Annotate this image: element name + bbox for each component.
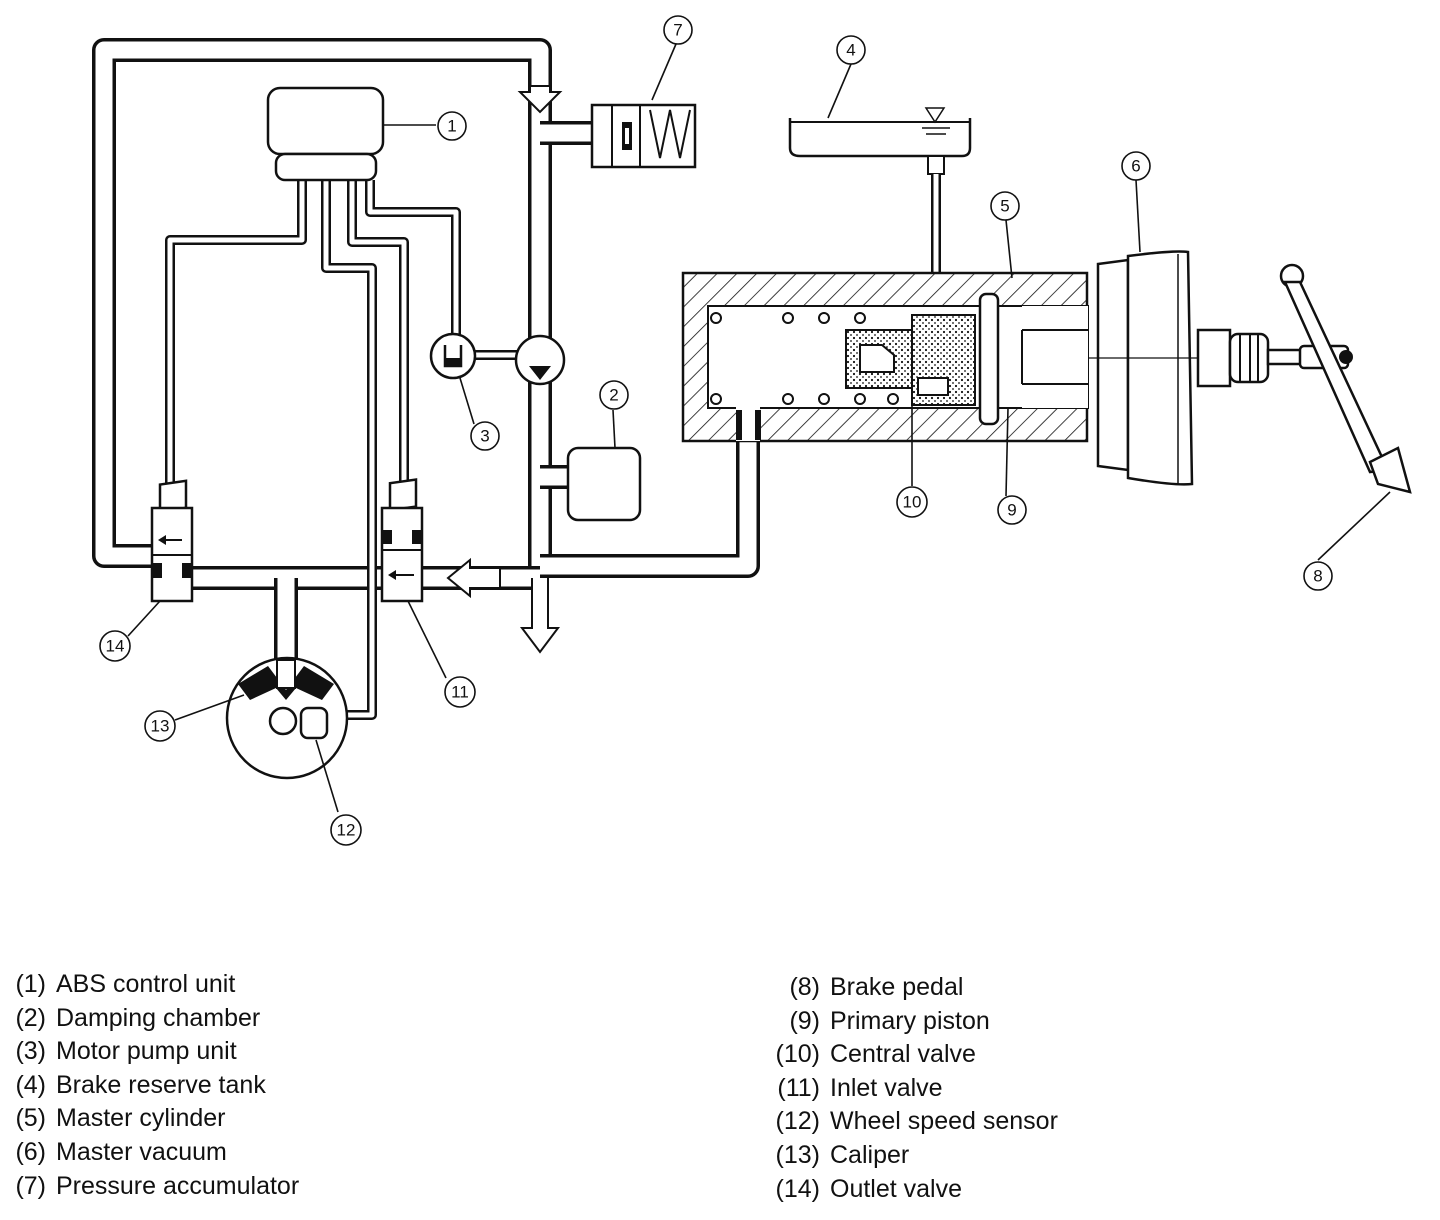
legend-item: (2) Damping chamber (8, 1002, 299, 1036)
svg-text:14: 14 (106, 637, 125, 656)
callout-3: 3 (470, 421, 500, 451)
flow-arrows (446, 85, 563, 654)
legend-number: (9) (789, 1006, 820, 1035)
return-spring (710, 312, 899, 405)
callout-4: 4 (836, 35, 866, 65)
legend-item: (9) Primary piston (760, 1005, 1058, 1039)
brake-pedal (1279, 263, 1412, 494)
outlet-valve (150, 479, 194, 603)
legend-label: Motor pump unit (56, 1037, 237, 1066)
callout-13: 13 (144, 710, 176, 742)
damping-chamber (566, 446, 642, 522)
abs-control-unit (266, 86, 385, 182)
callout-11: 11 (444, 676, 476, 708)
legend-item: (12) Wheel speed sensor (760, 1105, 1058, 1139)
legend-label: Caliper (830, 1140, 910, 1169)
master-cylinder-line (540, 420, 757, 575)
svg-text:8: 8 (1313, 567, 1322, 586)
legend-right: (8) Brake pedal (9) Primary piston (10) Cen… (760, 971, 1058, 1206)
legend-label: Wheel speed sensor (830, 1107, 1058, 1136)
legend-item: (14) Outlet valve (760, 1173, 1058, 1207)
legend-item: (5) Master cylinder (8, 1102, 299, 1136)
wiring-harness (165, 180, 520, 720)
legend-left: (1) ABS control unit (2) Damping chamber (… (8, 968, 299, 1203)
master-vacuum (1088, 250, 1353, 486)
legend-label: Outlet valve (830, 1174, 963, 1203)
svg-text:10: 10 (903, 493, 922, 512)
legend-label: Pressure accumulator (56, 1171, 300, 1200)
legend-label: Central valve (830, 1040, 976, 1069)
legend-item: (8) Brake pedal (760, 971, 1058, 1005)
legend-number: (11) (777, 1073, 820, 1102)
legend-item: (1) ABS control unit (8, 968, 299, 1002)
svg-text:9: 9 (1007, 501, 1016, 520)
callout-7: 7 (663, 15, 693, 45)
flow-arrow-down-top (517, 85, 563, 114)
svg-text:3: 3 (480, 427, 489, 446)
legend-number: (2) (15, 1003, 46, 1032)
legend-item: (11) Inlet valve (760, 1072, 1058, 1106)
legend-number: (13) (775, 1140, 820, 1169)
callout-12: 12 (330, 814, 362, 846)
central-valve (845, 314, 976, 406)
legend-number: (14) (775, 1174, 820, 1203)
legend-label: ABS control unit (56, 970, 236, 998)
svg-text:11: 11 (451, 683, 469, 702)
callout-14: 14 (99, 630, 131, 662)
inlet-valve (380, 478, 424, 603)
flow-arrow-down-bottom (520, 578, 560, 654)
svg-text:1: 1 (447, 117, 456, 136)
legend-label: Primary piston (830, 1006, 990, 1035)
callout-9: 9 (997, 495, 1027, 525)
svg-text:5: 5 (1000, 197, 1009, 216)
legend-number: (7) (15, 1171, 46, 1200)
legend-label: Master cylinder (56, 1104, 226, 1133)
legend-item: (13) Caliper (760, 1139, 1058, 1173)
callout-5: 5 (990, 191, 1020, 221)
legend-number: (12) (775, 1107, 820, 1136)
svg-text:12: 12 (337, 821, 356, 840)
legend-number: (10) (775, 1040, 820, 1069)
return-line (95, 41, 549, 565)
legend-number: (6) (15, 1137, 46, 1166)
callout-6: 6 (1121, 151, 1151, 181)
pressure-accumulator (590, 103, 697, 169)
svg-text:13: 13 (151, 717, 170, 736)
leader-lines (127, 43, 1391, 813)
abs-brake-system-diagram: 1 2 3 4 5 6 7 8 9 10 11 12 (92, 15, 1412, 846)
legend-item: (3) Motor pump unit (8, 1035, 299, 1069)
legend-label: Brake pedal (830, 973, 964, 1001)
caliper (225, 656, 349, 780)
svg-text:4: 4 (846, 41, 855, 60)
motor-pump-unit (429, 332, 566, 386)
legend-number: (1) (15, 970, 46, 998)
legend-label: Master vacuum (56, 1137, 227, 1166)
primary-piston (978, 292, 1000, 426)
wheel-speed-sensor (299, 706, 329, 740)
legend-item: (6) Master vacuum (8, 1136, 299, 1170)
legend-item: (10) Central valve (760, 1038, 1058, 1072)
legend-number: (3) (15, 1037, 46, 1066)
legend-number: (8) (789, 973, 820, 1001)
legend-item: (7) Pressure accumulator (8, 1170, 299, 1204)
hydraulic-lines (92, 38, 760, 680)
callout-2: 2 (599, 380, 629, 410)
callout-1: 1 (437, 111, 467, 141)
legend-item: (4) Brake reserve tank (8, 1069, 299, 1103)
legend-number: (5) (15, 1104, 46, 1133)
svg-text:7: 7 (673, 21, 682, 40)
legend-label: Inlet valve (830, 1073, 943, 1102)
svg-text:2: 2 (609, 386, 618, 405)
callout-8: 8 (1303, 561, 1333, 591)
legend-label: Brake reserve tank (56, 1070, 266, 1099)
callout-10: 10 (896, 486, 928, 518)
svg-text:6: 6 (1131, 157, 1140, 176)
legend-number: (4) (15, 1070, 46, 1099)
flow-arrow-left (446, 557, 501, 599)
legend-label: Damping chamber (56, 1003, 261, 1032)
